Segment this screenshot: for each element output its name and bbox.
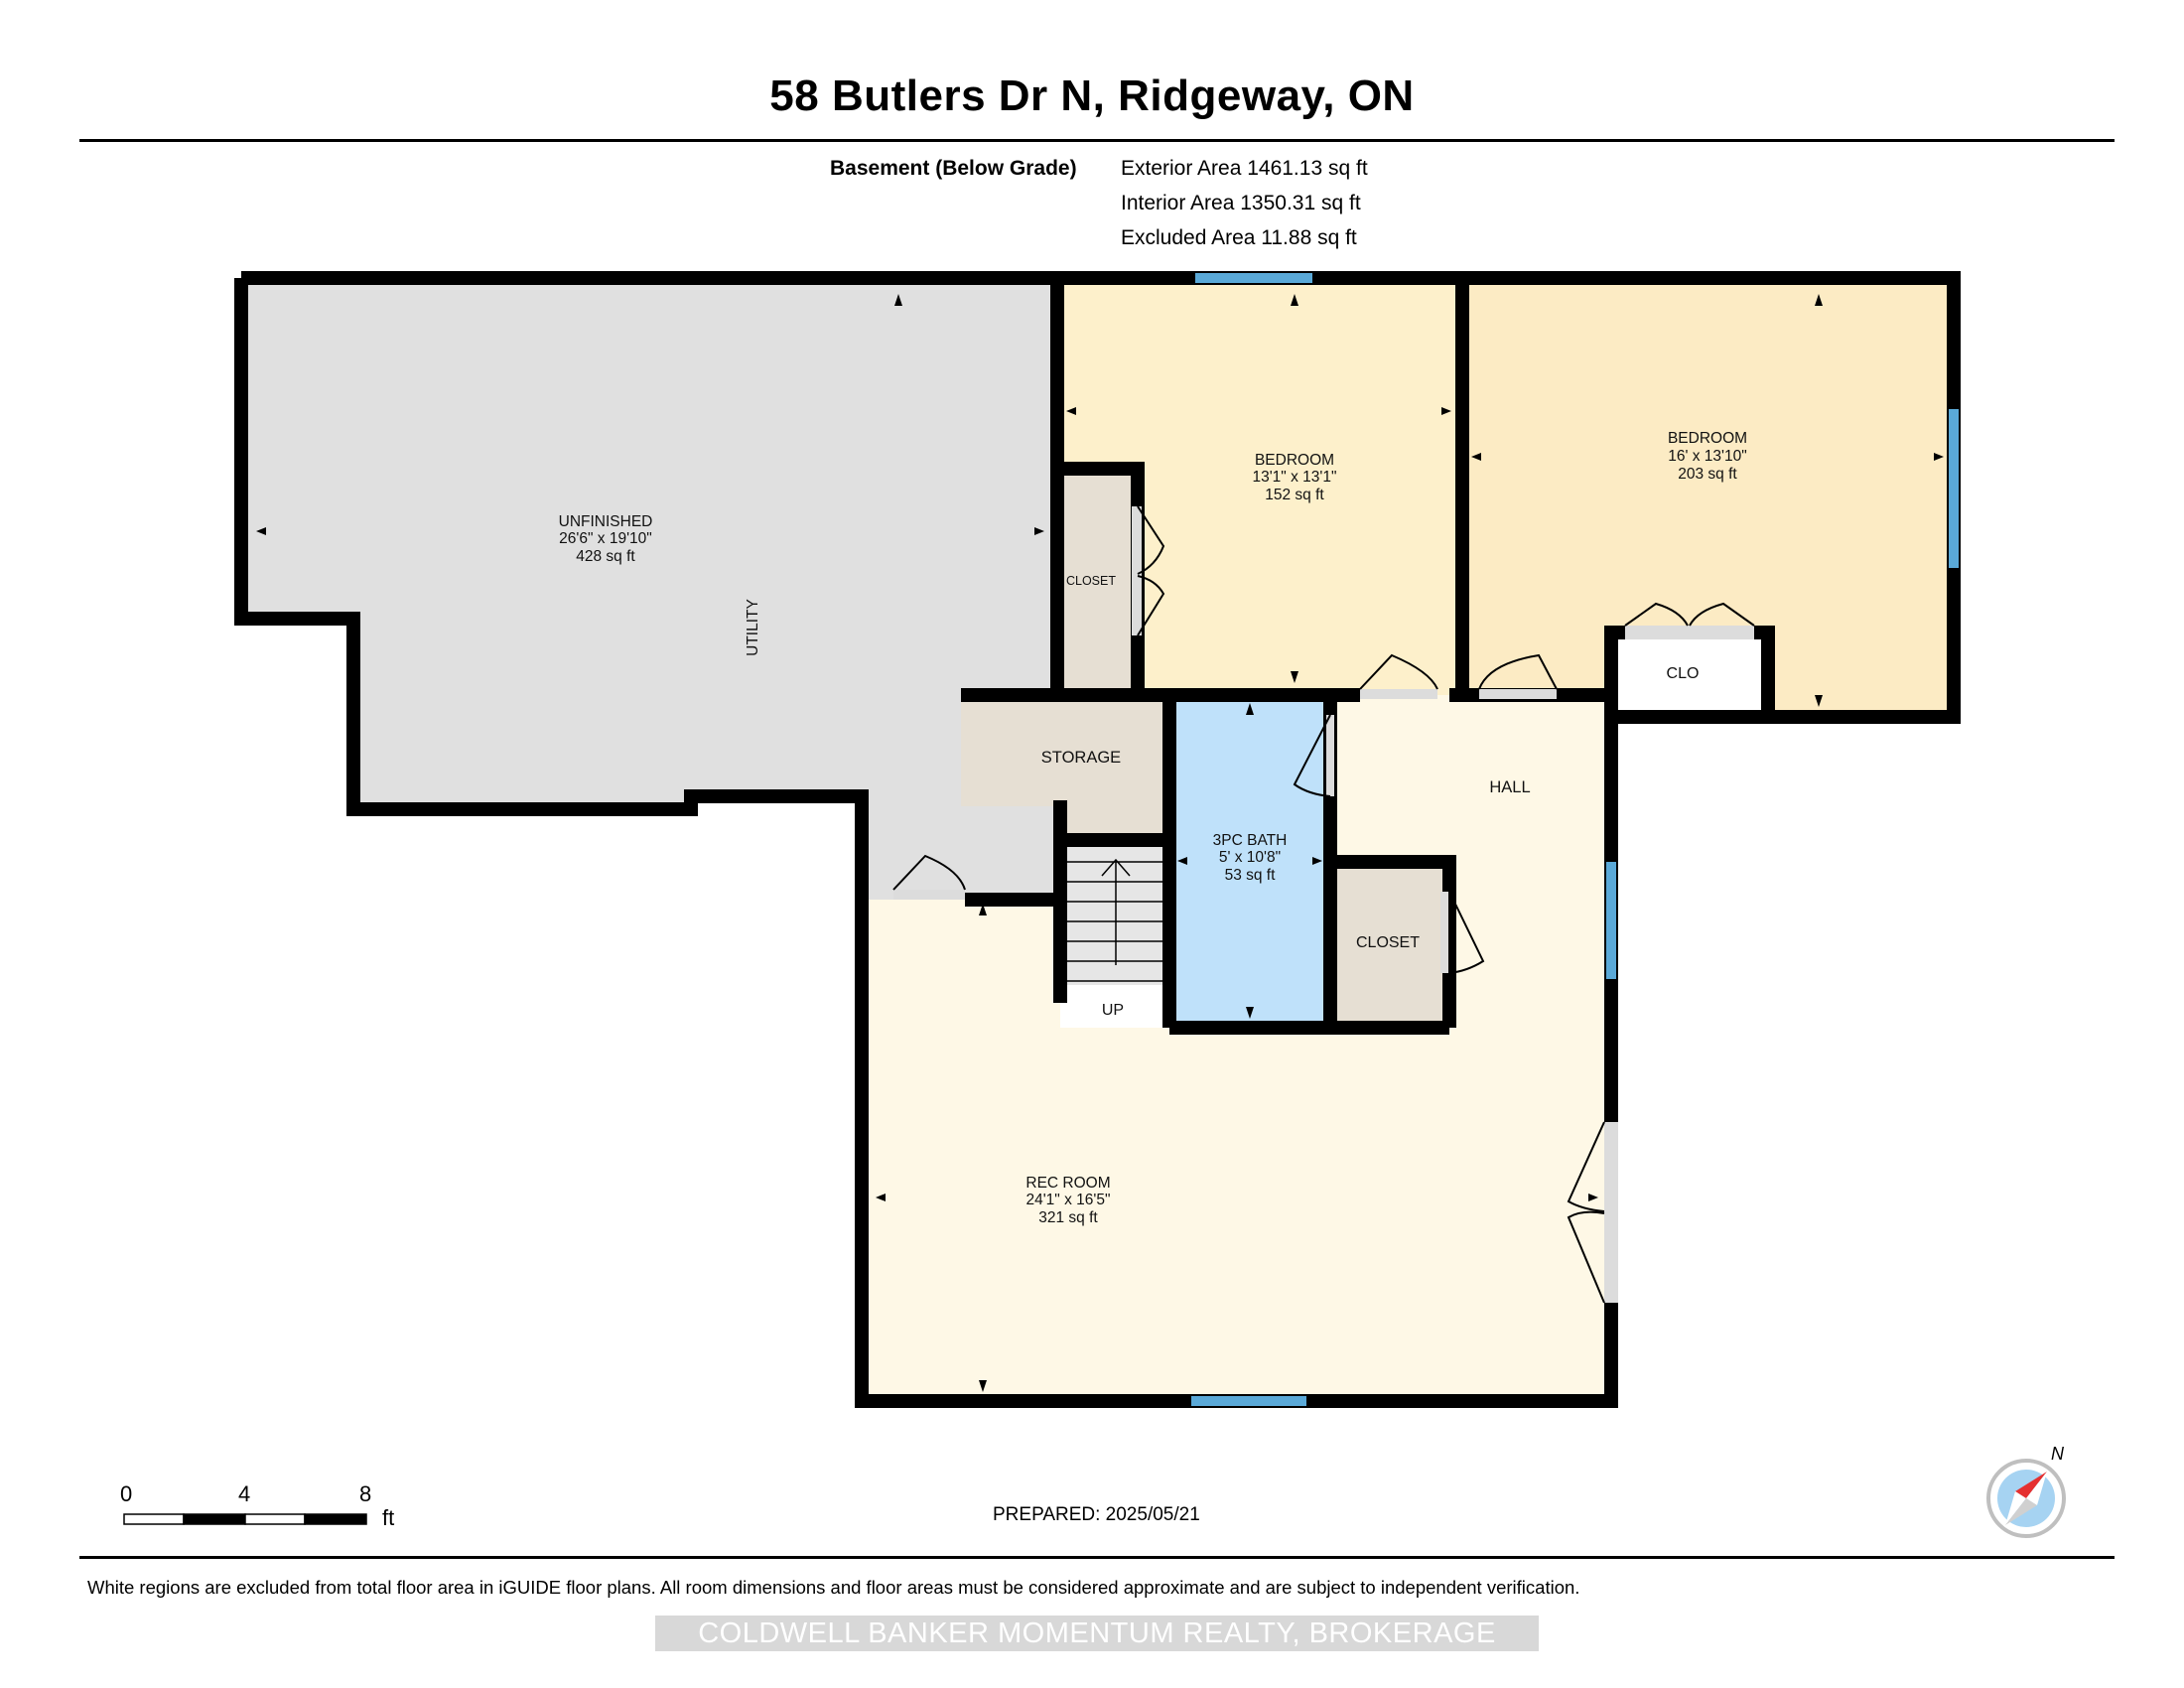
unfinished-dims: 26'6" x 19'10" xyxy=(559,530,652,547)
bedroom-2-label: BEDROOM xyxy=(1668,430,1747,447)
rec-room-label: REC ROOM xyxy=(1025,1175,1110,1192)
utility-label: UTILITY xyxy=(745,599,761,656)
prepared-date: PREPARED: 2025/05/21 xyxy=(993,1504,1200,1525)
scale-tick-4: 4 xyxy=(238,1481,251,1506)
clo-label: CLO xyxy=(1667,665,1700,682)
window-top xyxy=(1195,273,1312,283)
brokerage-watermark: COLDWELL BANKER MOMENTUM REALTY, BROKERA… xyxy=(655,1616,1539,1651)
wall-clo xyxy=(1604,626,1625,717)
window-hall xyxy=(1606,862,1616,979)
scale-unit: ft xyxy=(382,1505,395,1530)
stairs-up-label: UP xyxy=(1102,1002,1124,1019)
disclaimer: White regions are excluded from total fl… xyxy=(87,1577,1580,1598)
closet-hall-fill xyxy=(1333,862,1442,1027)
door-openings xyxy=(893,506,1754,1303)
storage-fill xyxy=(961,695,1169,840)
excluded-area: Excluded Area 11.88 sq ft xyxy=(1121,226,1357,249)
rec-room-area: 321 sq ft xyxy=(1038,1209,1098,1226)
wall-clo-right xyxy=(1754,626,1775,717)
bedroom-1-dims: 13'1" x 13'1" xyxy=(1252,469,1336,486)
page-title: 58 Butlers Dr N, Ridgeway, ON xyxy=(769,71,1415,120)
bath-dims: 5' x 10'8" xyxy=(1219,849,1281,866)
header-divider xyxy=(79,139,2115,142)
footer-divider xyxy=(79,1556,2115,1559)
window-right xyxy=(1949,409,1959,568)
walls xyxy=(234,271,1961,1408)
rec-room-dims: 24'1" x 16'5" xyxy=(1025,1192,1110,1208)
window-rec xyxy=(1191,1396,1306,1406)
closet-small-fill xyxy=(1057,472,1138,695)
stairs xyxy=(1064,858,1163,982)
unfinished-room-fill xyxy=(241,285,1169,902)
bath-area: 53 sq ft xyxy=(1225,867,1277,884)
bedroom-1-label: BEDROOM xyxy=(1255,452,1334,469)
clo-fill xyxy=(1611,638,1762,717)
scale-bar xyxy=(123,1513,367,1525)
storage-label: STORAGE xyxy=(1041,749,1121,767)
bedroom-2-dims: 16' x 13'10" xyxy=(1668,448,1747,465)
level-label: Basement (Below Grade) xyxy=(830,157,1077,180)
windows xyxy=(1191,273,1959,1406)
bedroom-1-fill xyxy=(1057,285,1462,695)
exterior-wall xyxy=(234,271,1961,1408)
bath-label: 3PC BATH xyxy=(1213,832,1288,849)
bedroom-2-area: 203 sq ft xyxy=(1678,466,1737,483)
dimension-markers xyxy=(256,294,1944,1392)
door-swings xyxy=(892,505,1755,1304)
stairs-fill xyxy=(1060,846,1169,985)
scale-tick-0: 0 xyxy=(120,1481,133,1506)
scale-tick-8: 8 xyxy=(359,1481,372,1506)
bedroom-1-area: 152 sq ft xyxy=(1265,487,1324,503)
unfinished-area: 428 sq ft xyxy=(576,548,635,565)
compass-north-label: N xyxy=(2051,1444,2065,1464)
bath-fill xyxy=(1169,695,1330,1028)
exterior-area: Exterior Area 1461.13 sq ft xyxy=(1121,157,1368,180)
closet-small-label: CLOSET xyxy=(1066,574,1116,588)
bedroom-2-fill xyxy=(1462,285,1954,717)
unfinished-label: UNFINISHED xyxy=(559,513,653,530)
closet-hall-label: CLOSET xyxy=(1356,934,1420,951)
compass-icon: N xyxy=(1986,1444,2066,1538)
rec-room-fill xyxy=(866,900,1611,1401)
hall-label: HALL xyxy=(1489,778,1530,796)
interior-area: Interior Area 1350.31 sq ft xyxy=(1121,192,1361,214)
